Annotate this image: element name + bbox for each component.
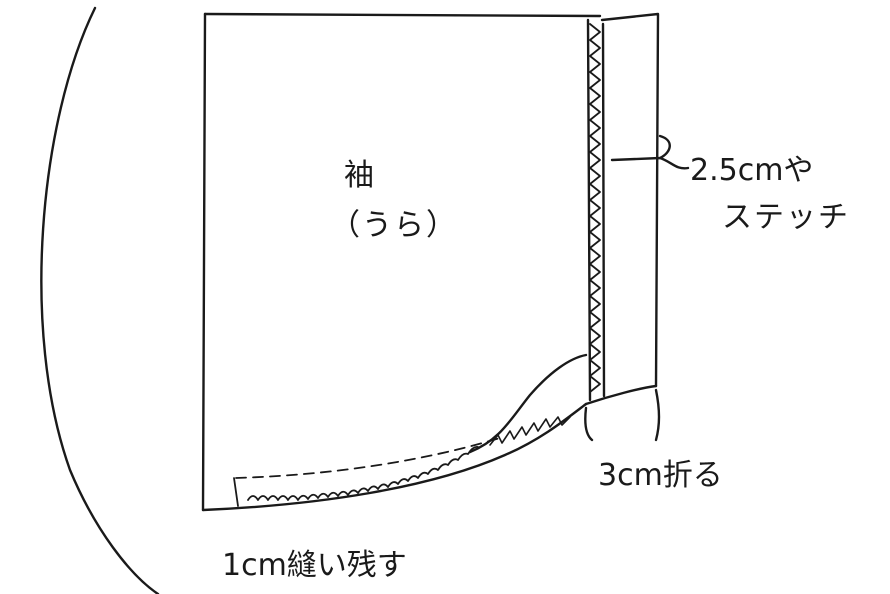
sleeve-top-edge [203, 12, 602, 18]
fold-strip-outer [600, 12, 660, 388]
leave-unsewn-label: 1cm縫い残す [222, 548, 407, 583]
corner-zigzag [489, 416, 571, 446]
dashed-stitch-line [235, 437, 501, 479]
sleeve-left-edge [201, 12, 207, 512]
scallop-stitch [247, 445, 479, 501]
fold-label: 3cm折る [598, 458, 723, 493]
sleeve-right-edge [586, 18, 592, 402]
corner-curve-outer [468, 353, 588, 454]
body-curve [40, 6, 160, 594]
zigzag-stitch [589, 23, 601, 393]
wrong-side-label: （うら） [330, 208, 458, 243]
fold-strip-inner [601, 22, 606, 398]
sleeve-label: 袖 [344, 158, 374, 193]
fold-strip-bottom [584, 384, 658, 406]
stitch-leader [610, 134, 690, 170]
hem-curve [201, 402, 588, 512]
fold-bracket [584, 388, 661, 442]
stitch-label: ステッチ [722, 200, 850, 235]
stitch-width-label: 2.5cmや [690, 153, 814, 188]
left-marker-bracket [233, 477, 239, 507]
